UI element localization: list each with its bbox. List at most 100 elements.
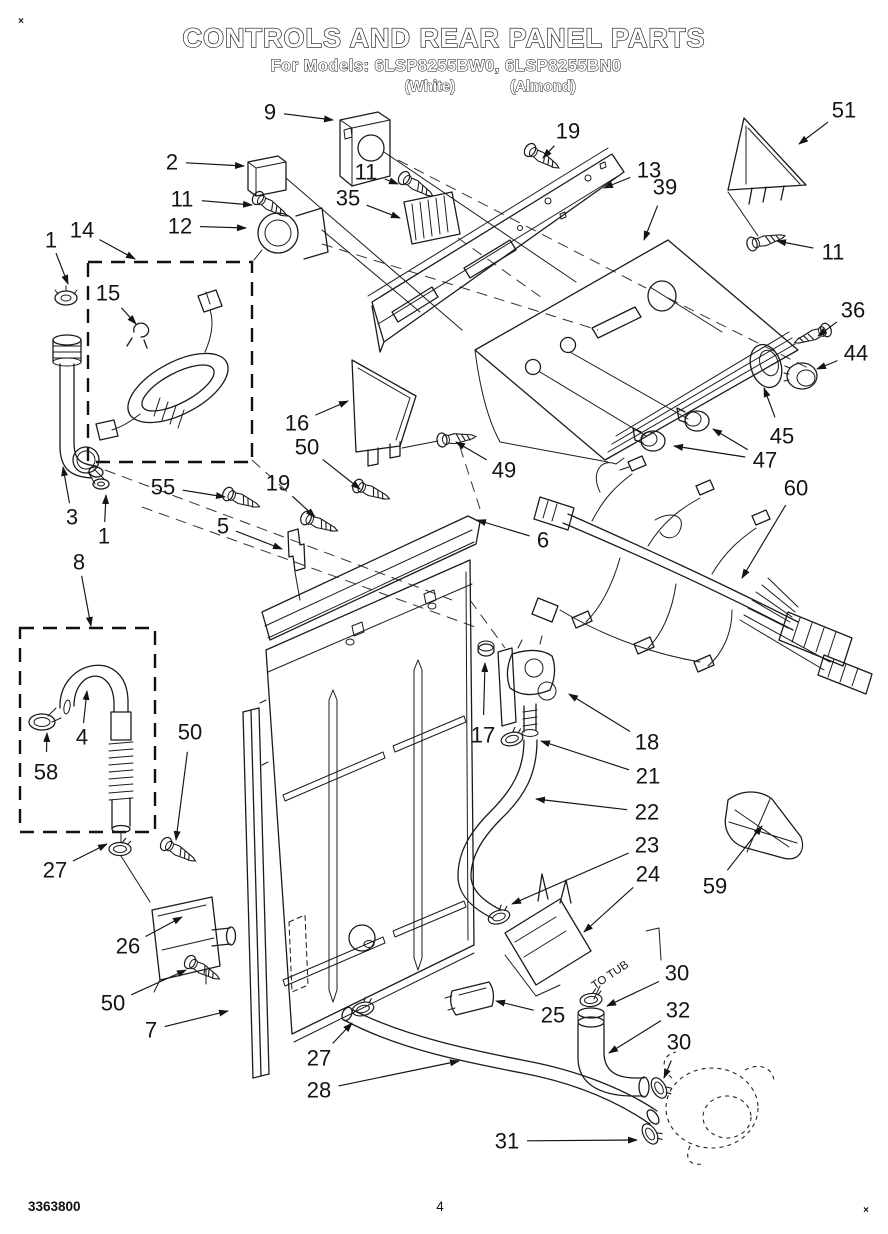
callout-6: 6: [476, 519, 549, 553]
washer-1b: [92, 478, 110, 490]
clip-5: [287, 528, 306, 572]
part-number-label: 19: [556, 119, 580, 144]
callout-leader: [603, 176, 631, 189]
part-number-label: 4: [76, 725, 88, 750]
callout-26: 26: [116, 916, 183, 959]
callout-leader: [763, 387, 776, 418]
callout-28: 28: [307, 1059, 460, 1103]
callout-leader: [643, 205, 659, 241]
callout-leader: [540, 740, 630, 771]
callout-leader: [741, 504, 787, 579]
part-number-label: 13: [637, 158, 661, 183]
part-number-label: 58: [34, 760, 58, 785]
part-number-label: 39: [653, 175, 677, 200]
mount-bracket-26: [151, 896, 237, 993]
callout-leader: [164, 1009, 229, 1028]
callout-leader: [43, 732, 51, 753]
callout-9: 9: [264, 100, 334, 125]
part-number-label: 11: [822, 240, 845, 265]
callout-22: 22: [535, 796, 659, 825]
rear-panel: [259, 559, 662, 1043]
callout-58: 58: [34, 732, 58, 785]
part-number-label: 30: [665, 961, 689, 986]
callout-leader: [481, 662, 489, 716]
callout-leader: [526, 1136, 638, 1144]
part-number-label: 18: [635, 730, 659, 755]
alignment-lines: [104, 159, 813, 649]
part-number-label: 32: [666, 998, 690, 1023]
callout-39: 39: [643, 175, 677, 241]
callout-8: 8: [73, 550, 93, 627]
cover-25: [444, 981, 495, 1016]
callout-50: 50: [101, 969, 187, 1016]
callout-13: 13: [603, 158, 661, 189]
callout-17: 17: [471, 662, 495, 748]
callout-30: 30: [663, 1030, 691, 1079]
part-number-label: 19: [266, 471, 290, 496]
clamp-30b: [647, 1072, 675, 1102]
air-dome-24: [504, 873, 592, 997]
callout-leader: [384, 177, 399, 185]
callout-leader: [72, 843, 108, 862]
part-number-label: 25: [541, 1003, 565, 1028]
callout-leader: [82, 690, 90, 724]
pump-ghost: [663, 1051, 775, 1165]
callout-12: 12: [168, 214, 247, 239]
clamp-23: [484, 902, 513, 928]
part-number-label: 23: [635, 833, 659, 858]
callout-5: 5: [217, 514, 283, 550]
part-number-label: 50: [178, 720, 202, 745]
clamp-21: [498, 725, 525, 749]
callout-leader: [511, 852, 629, 905]
console-panel: [474, 239, 799, 463]
part-number-label: 11: [171, 187, 194, 212]
callout-leader: [81, 575, 93, 627]
nut-17: [477, 640, 495, 657]
part-number-label: 50: [101, 991, 125, 1016]
screws: [157, 140, 834, 986]
part-number-label: 2: [166, 150, 178, 175]
callout-11: 11: [355, 160, 399, 185]
callout-27: 27: [307, 1022, 353, 1071]
callout-11: 11: [776, 239, 845, 265]
corner-bracket-51: [727, 117, 807, 237]
callout-leader: [102, 494, 110, 523]
part-number-label: 27: [307, 1046, 331, 1071]
callout-leader: [476, 519, 530, 537]
control-panel-bracket: [367, 147, 625, 353]
callout-leader: [99, 239, 136, 260]
console-rear-channel: [261, 515, 481, 641]
doc-number: 3363800: [28, 1199, 81, 1214]
part-number-label: 50: [295, 435, 319, 460]
callout-19: 19: [266, 471, 316, 518]
callout-35: 35: [336, 186, 401, 219]
dial-skirt-45: [749, 343, 783, 389]
callout-leader: [776, 239, 814, 249]
callout-leader: [185, 162, 245, 169]
part-number-label: 1: [98, 524, 110, 549]
callout-3: 3: [61, 466, 78, 530]
callout-leader: [608, 1020, 662, 1054]
callout-leader: [235, 530, 283, 550]
knob-47-a: [632, 427, 666, 452]
timer-knob-44: [783, 362, 818, 390]
callout-leader: [726, 825, 763, 871]
drain-hose: [18, 626, 157, 844]
part-number-label: 1: [45, 228, 57, 253]
callout-44: 44: [816, 341, 868, 370]
part-number-label: 17: [471, 723, 495, 748]
part-number-label: 27: [43, 858, 67, 883]
finish-white-label: (White): [405, 78, 456, 95]
part-number-label: 7: [145, 1018, 157, 1043]
callout-leader: [173, 751, 188, 841]
callout-36: 36: [817, 298, 865, 337]
callout-leader: [542, 145, 555, 159]
switch-35: [403, 191, 461, 245]
callout-50: 50: [173, 720, 202, 841]
power-cord: [86, 260, 254, 464]
callout-11: 11: [171, 187, 253, 212]
callout-51: 51: [798, 98, 856, 145]
callout-leader: [673, 443, 746, 458]
